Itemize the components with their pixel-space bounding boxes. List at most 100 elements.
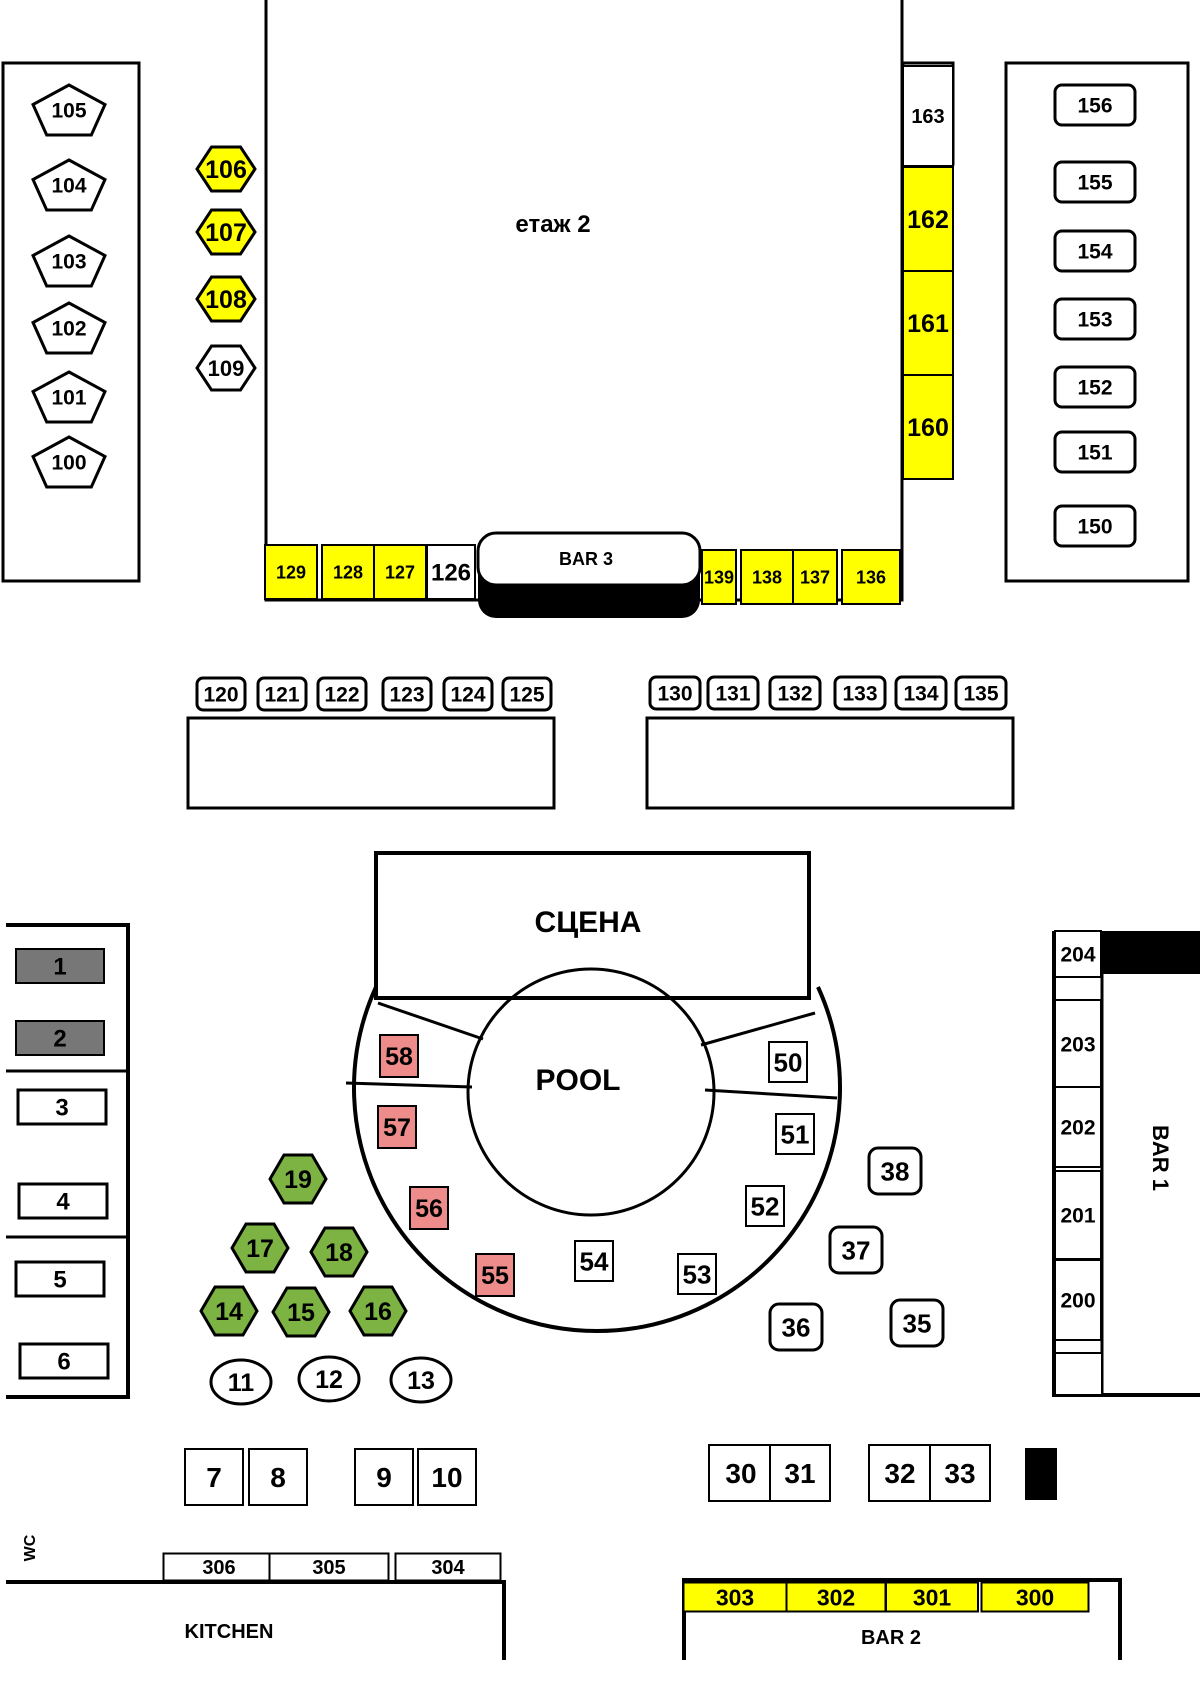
table-shape[interactable]	[442, 676, 494, 712]
table-shape[interactable]	[297, 1355, 361, 1403]
table-shape[interactable]	[792, 549, 838, 605]
table-shape[interactable]	[682, 1581, 788, 1613]
table-shape[interactable]	[1054, 1259, 1102, 1341]
table-161[interactable]: 161	[902, 270, 954, 376]
table-shape[interactable]	[248, 1448, 308, 1506]
table-6[interactable]: 6	[18, 1342, 110, 1380]
table-109[interactable]: 109	[195, 344, 257, 392]
table-136[interactable]: 136	[841, 549, 901, 605]
table-8[interactable]: 8	[248, 1448, 308, 1506]
table-shape[interactable]	[316, 676, 368, 712]
table-shape[interactable]	[902, 65, 954, 167]
table-128[interactable]: 128	[321, 544, 375, 600]
table-301[interactable]: 301	[885, 1581, 979, 1613]
table-129[interactable]: 129	[264, 544, 318, 600]
table-150[interactable]: 150	[1053, 504, 1137, 548]
table-shape[interactable]	[1053, 83, 1137, 127]
table-125[interactable]: 125	[501, 676, 553, 712]
table-36[interactable]: 36	[768, 1302, 824, 1352]
table-162[interactable]: 162	[902, 166, 954, 272]
table-101[interactable]: 101	[31, 370, 107, 424]
table-130[interactable]: 130	[648, 675, 702, 711]
table-shape[interactable]	[381, 676, 433, 712]
table-102[interactable]: 102	[31, 301, 107, 355]
table-shape[interactable]	[394, 1552, 502, 1582]
table-135[interactable]: 135	[954, 675, 1008, 711]
table-105[interactable]: 105	[31, 83, 107, 137]
table-32[interactable]: 32	[868, 1444, 932, 1502]
table-203[interactable]: 203	[1054, 999, 1102, 1089]
table-9[interactable]: 9	[354, 1448, 414, 1506]
table-121[interactable]: 121	[256, 676, 308, 712]
table-shape[interactable]	[321, 544, 375, 600]
table-shape[interactable]	[954, 675, 1008, 711]
table-shape[interactable]	[1053, 297, 1137, 341]
table-shape[interactable]	[894, 675, 948, 711]
table-303[interactable]: 303	[682, 1581, 788, 1613]
table-302[interactable]: 302	[785, 1581, 887, 1613]
table-50[interactable]: 50	[768, 1041, 808, 1083]
table-shape[interactable]	[379, 1034, 419, 1078]
table-shape[interactable]	[768, 1302, 824, 1352]
table-shape[interactable]	[426, 544, 476, 600]
table-154[interactable]: 154	[1053, 229, 1137, 273]
table-shape[interactable]	[14, 1260, 106, 1298]
table-shape[interactable]	[745, 1185, 785, 1227]
table-132[interactable]: 132	[768, 675, 822, 711]
table-134[interactable]: 134	[894, 675, 948, 711]
table-13[interactable]: 13	[389, 1356, 453, 1404]
table-shape[interactable]	[1053, 160, 1137, 204]
table-137[interactable]: 137	[792, 549, 838, 605]
table-shape[interactable]	[1054, 1170, 1102, 1260]
table-shape[interactable]	[268, 1552, 390, 1582]
table-shape[interactable]	[15, 948, 105, 984]
table-126[interactable]: 126	[426, 544, 476, 600]
table-200[interactable]: 200	[1054, 1259, 1102, 1341]
table-123[interactable]: 123	[381, 676, 433, 712]
table-shape[interactable]	[885, 1581, 979, 1613]
table-133[interactable]: 133	[833, 675, 887, 711]
table-14[interactable]: 14	[199, 1285, 259, 1337]
table-3[interactable]: 3	[16, 1088, 108, 1126]
table-31[interactable]: 31	[769, 1444, 831, 1502]
table-155[interactable]: 155	[1053, 160, 1137, 204]
table-139[interactable]: 139	[701, 549, 737, 605]
table-15[interactable]: 15	[271, 1286, 331, 1338]
table-shape[interactable]	[256, 676, 308, 712]
table-304[interactable]: 304	[394, 1552, 502, 1582]
table-shape[interactable]	[15, 1020, 105, 1056]
table-56[interactable]: 56	[409, 1186, 449, 1230]
table-shape[interactable]	[199, 1285, 259, 1337]
table-shape[interactable]	[184, 1448, 244, 1506]
table-shape[interactable]	[775, 1113, 815, 1155]
table-shape[interactable]	[1053, 504, 1137, 548]
table-shape[interactable]	[1054, 1086, 1102, 1168]
table-shape[interactable]	[841, 549, 901, 605]
table-16[interactable]: 16	[348, 1285, 408, 1337]
table-shape[interactable]	[409, 1186, 449, 1230]
table-shape[interactable]	[902, 270, 954, 376]
table-19[interactable]: 19	[268, 1153, 328, 1205]
table-shape[interactable]	[1053, 430, 1137, 474]
table-2[interactable]: 2	[15, 1020, 105, 1056]
table-shape[interactable]	[17, 1182, 109, 1220]
table-shape[interactable]	[867, 1146, 923, 1196]
table-103[interactable]: 103	[31, 234, 107, 288]
table-shape[interactable]	[1053, 229, 1137, 273]
table-160[interactable]: 160	[902, 374, 954, 480]
table-shape[interactable]	[574, 1240, 614, 1282]
table-shape[interactable]	[929, 1444, 991, 1502]
table-152[interactable]: 152	[1053, 365, 1137, 409]
table-shape[interactable]	[31, 158, 107, 212]
table-12[interactable]: 12	[297, 1355, 361, 1403]
table-156[interactable]: 156	[1053, 83, 1137, 127]
table-shape[interactable]	[195, 344, 257, 392]
table-120[interactable]: 120	[195, 676, 247, 712]
table-127[interactable]: 127	[373, 544, 427, 600]
table-shape[interactable]	[677, 1253, 717, 1295]
table-shape[interactable]	[195, 145, 257, 193]
table-55[interactable]: 55	[475, 1253, 515, 1297]
table-shape[interactable]	[706, 675, 760, 711]
table-153[interactable]: 153	[1053, 297, 1137, 341]
table-shape[interactable]	[209, 1358, 273, 1406]
